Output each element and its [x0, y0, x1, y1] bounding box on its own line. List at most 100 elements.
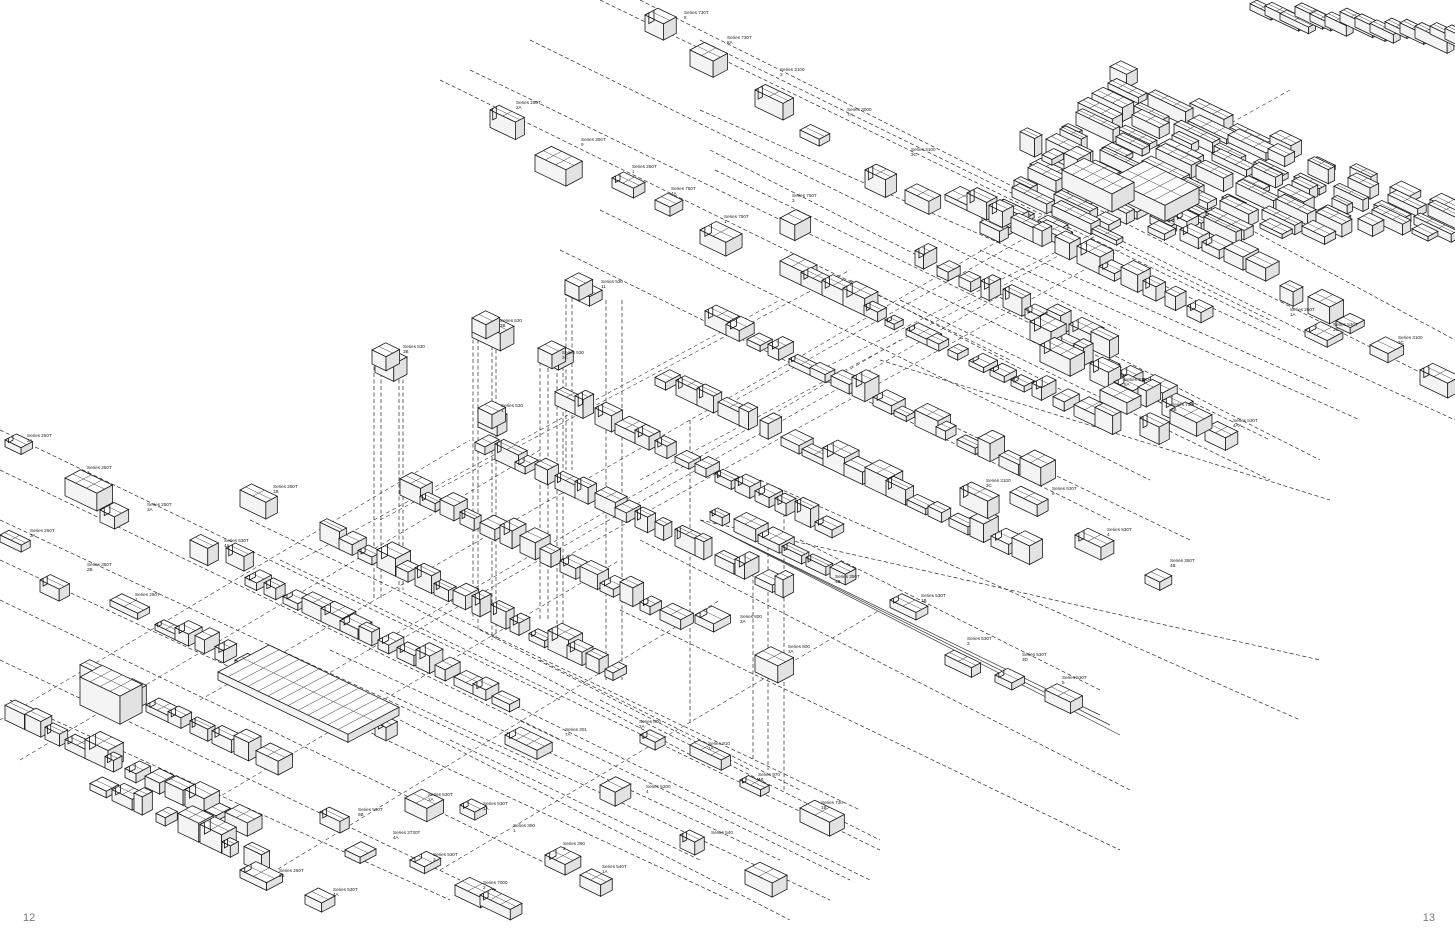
profile-single-20 [99, 502, 130, 530]
profile-33 [863, 300, 888, 323]
profile-single-53 [404, 788, 445, 823]
profile-single-19 [64, 469, 114, 512]
profile-199 [829, 560, 857, 586]
projection-line-18 [249, 519, 861, 811]
series-label-7: Series 250T [632, 164, 657, 169]
series-label-15: Series 530 [562, 350, 584, 355]
profile-101 [634, 506, 657, 534]
cluster-profile-99 [1324, 11, 1355, 37]
series-code-28: 2B [1171, 407, 1177, 412]
profile-single-52 [319, 806, 351, 834]
profile-single-61 [304, 887, 336, 913]
series-label-35: Series 530T [967, 636, 992, 641]
profile-post-3 [564, 272, 594, 302]
profile-139 [244, 569, 273, 592]
series-label-25: Series 250T [1290, 307, 1315, 312]
series-code-50: 1A [483, 806, 490, 811]
series-label-3: Series 3000 [847, 107, 872, 112]
projection-line-31 [799, 539, 1101, 691]
profile-single-24 [39, 574, 71, 602]
profile-151 [472, 676, 500, 702]
profile-130 [452, 582, 480, 611]
series-label-33: Series 350T [1170, 558, 1195, 563]
series-label-48: Series 530T [358, 807, 383, 812]
series-code-45: 4 [646, 789, 649, 794]
profile-single-17 [239, 483, 279, 520]
series-code-27: 8A [1124, 382, 1131, 387]
profile-132 [490, 600, 515, 630]
series-label-28: Series 750 [1171, 402, 1193, 407]
series-code-39: 3A [740, 619, 747, 624]
series-code-43: 3A [708, 746, 715, 751]
profile-single-7 [534, 145, 584, 187]
profile-single-25 [109, 593, 151, 621]
profile-116 [539, 543, 562, 569]
profile-140 [263, 577, 287, 601]
profile-58 [977, 429, 1006, 463]
profile-12 [1019, 127, 1043, 158]
profile-65 [738, 402, 759, 431]
series-label-57: Series 530T [433, 852, 458, 857]
profile-155 [194, 627, 221, 655]
series-label-32: Series 530T [1107, 527, 1132, 532]
profile-34 [884, 314, 905, 331]
profile-2 [988, 199, 1015, 229]
profile-38 [968, 352, 999, 374]
profile-post-4 [477, 400, 507, 430]
cluster-profile-87 [1091, 225, 1124, 246]
profile-single-28 [1074, 527, 1115, 561]
profile-88 [734, 473, 762, 500]
profile-56 [935, 420, 957, 441]
projection-line-14 [0, 559, 731, 901]
projection-line-25 [519, 719, 851, 881]
profile-189 [155, 806, 179, 827]
cluster-profile-10 [1147, 89, 1194, 127]
profile-108 [774, 570, 795, 599]
cluster-profile-107 [1444, 24, 1455, 45]
profile-single-48 [739, 775, 771, 798]
profile-169 [167, 705, 193, 730]
profile-131 [471, 589, 492, 618]
series-code-13: 3B [403, 349, 409, 354]
cross-line-2 [199, 379, 761, 701]
cross-line-0 [0, 439, 471, 721]
profile-22 [958, 270, 982, 293]
series-label-23: Series 250T [135, 592, 160, 597]
series-label-53: Series 360 [563, 841, 585, 846]
series-code-14: 1 [501, 408, 504, 413]
series-code-18: 3A [147, 507, 154, 512]
profile-single-29 [1144, 568, 1173, 592]
cluster-profile-47 [1195, 159, 1234, 193]
projection-line-9 [599, 209, 1151, 481]
series-code-15: 3C [562, 355, 569, 360]
profile-173 [255, 742, 294, 776]
profile-single-38 [889, 593, 929, 621]
profile-66 [759, 412, 783, 440]
series-code-5: 2A [516, 105, 523, 110]
profile-large-panel [217, 644, 400, 743]
profile-single-22 [225, 542, 255, 572]
profile-single-4 [864, 163, 898, 199]
profile-86 [694, 456, 721, 479]
profile-single-50 [679, 829, 706, 856]
cluster-profile-63 [1259, 217, 1294, 240]
profile-single-2 [754, 84, 795, 121]
series-code-32: 4 [1107, 532, 1110, 537]
series-label-39: Series 800 [740, 614, 762, 619]
series-label-30: Series 3100 [1398, 335, 1423, 340]
profile-single-9 [654, 192, 684, 217]
series-label-42: Series 800 [639, 719, 661, 724]
series-label-29: Series 530T [1233, 418, 1258, 423]
profile-46 [725, 315, 756, 343]
profile-208 [1137, 379, 1162, 408]
profile-192 [221, 837, 240, 858]
profile-single-47 [689, 739, 732, 771]
projection-line-4 [639, 0, 1321, 341]
projection-line-34 [979, 249, 1361, 421]
series-label-1: Series 730T [727, 35, 752, 40]
profile-single-30 [1039, 336, 1086, 377]
projection-line-5 [699, 39, 1271, 321]
profile-36 [926, 332, 950, 352]
series-code-6: 9 [581, 142, 584, 147]
